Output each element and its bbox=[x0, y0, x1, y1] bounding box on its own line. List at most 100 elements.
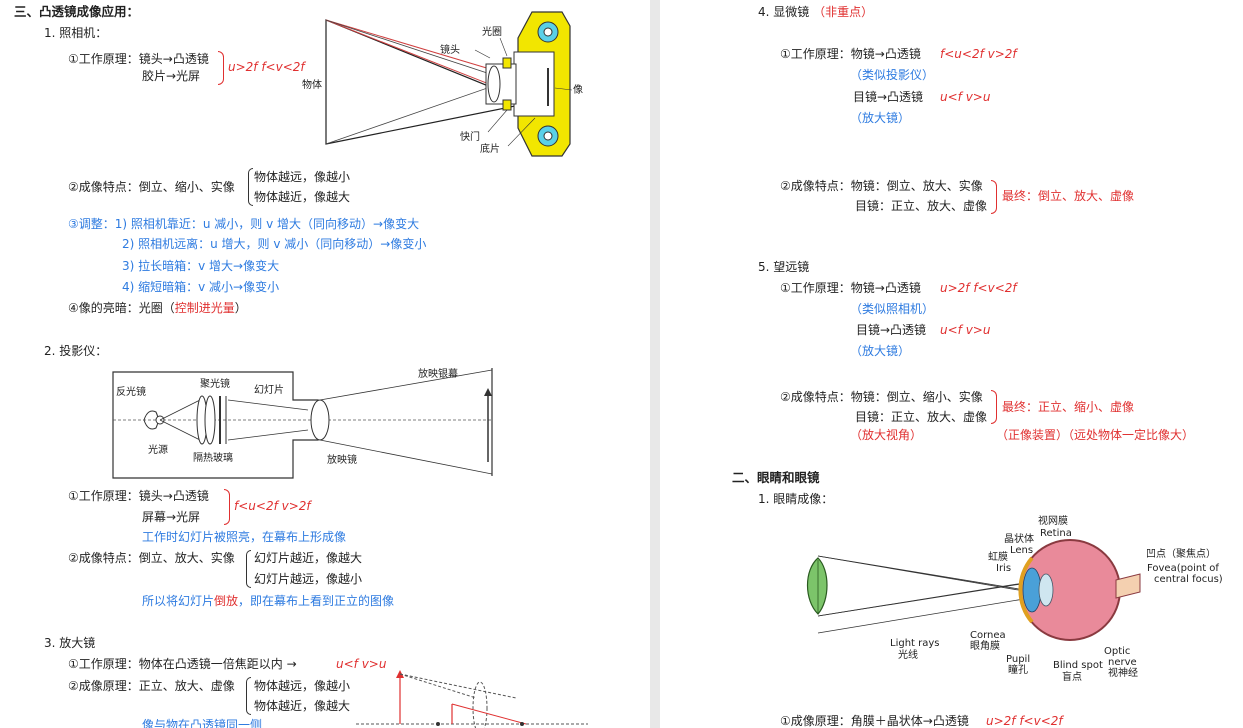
microscope-principle-a: ①工作原理：物镜→凸透镜 bbox=[780, 47, 921, 61]
projector-label-lens: 放映镜 bbox=[327, 455, 357, 466]
telescope-condition-a: u>2f f<v<2f bbox=[940, 281, 1017, 295]
eye-label-retina: 视网膜 bbox=[1038, 516, 1068, 527]
telescope-final: 最终：正立、缩小、虚像 bbox=[1002, 400, 1135, 414]
microscope-heading: 4. 显微镜 （非重点） bbox=[758, 5, 873, 19]
microscope-title-note: （非重点） bbox=[813, 5, 874, 19]
brace bbox=[248, 168, 253, 206]
telescope-condition-b: u<f v>u bbox=[940, 323, 991, 337]
magnifier-note: 像与物在凸透镜同一侧 bbox=[142, 718, 263, 728]
microscope-title: 4. 显微镜 bbox=[758, 5, 810, 19]
telescope-principle-a: ①工作原理：物镜→凸透镜 bbox=[780, 281, 921, 295]
microscope-note-b: （放大镜） bbox=[850, 111, 911, 125]
eye-label-iris: 虹膜 bbox=[988, 552, 1008, 563]
camera-label-object: 物体 bbox=[302, 80, 322, 91]
telescope-principle-b: 目镜→凸透镜 bbox=[856, 323, 927, 337]
microscope-note-a: （类似投影仪） bbox=[850, 68, 935, 82]
camera-principle-b: 胶片→光屏 bbox=[142, 69, 201, 83]
telescope-note-b: （放大镜） bbox=[850, 344, 911, 358]
projector-features: ②成像特点：倒立、放大、实像 bbox=[68, 551, 235, 565]
eye-label-cornea: 眼角膜 bbox=[970, 641, 1000, 652]
telescope-note-d: （正像装置）（远处物体一定比像大） bbox=[996, 428, 1195, 442]
projector-label-slide: 幻灯片 bbox=[254, 385, 284, 396]
telescope-feature-b: 目镜：正立、放大、虚像 bbox=[855, 410, 988, 424]
projector-invert-note: 所以将幻灯片倒放，即在幕布上看到正立的图像 bbox=[142, 594, 394, 608]
camera-label-film: 底片 bbox=[480, 144, 500, 155]
eye-label-fovea-en-b: central focus) bbox=[1154, 574, 1223, 585]
magnifier-feature-b: 物体越近，像越大 bbox=[254, 699, 351, 713]
camera-brightness: ④像的亮暗：光圈（控制进光量） bbox=[68, 301, 247, 315]
eye-label-fovea-en-a: Fovea(point of bbox=[1147, 563, 1219, 574]
projector-diagram bbox=[112, 368, 493, 479]
microscope-condition-b: u<f v>u bbox=[940, 90, 991, 104]
eye-label-pupil-en: Pupil bbox=[1006, 654, 1031, 665]
eye-label-lens: 晶状体 bbox=[1004, 534, 1034, 545]
camera-adjust-4: 4) 缩短暗箱：v 减小→像变小 bbox=[122, 280, 280, 294]
brace bbox=[218, 51, 224, 85]
projector-label-light: 光源 bbox=[148, 445, 168, 456]
projector-condition: f<u<2f v>2f bbox=[234, 499, 311, 513]
eye-label-blind-en: Blind spot bbox=[1053, 660, 1103, 671]
camera-diagram bbox=[325, 11, 573, 157]
telescope-note-a: （类似照相机） bbox=[850, 302, 935, 316]
eye-label-cornea-en: Cornea bbox=[970, 630, 1006, 641]
microscope-final: 最终：倒立、放大、虚像 bbox=[1002, 189, 1135, 203]
telescope-feature-a: ②成像特点：物镜：倒立、缩小、实像 bbox=[780, 390, 983, 404]
projector-invert-b: ，即在幕布上看到正立的图像 bbox=[238, 594, 395, 608]
camera-principle-a: ①工作原理：镜头→凸透镜 bbox=[68, 52, 209, 66]
brace bbox=[991, 390, 997, 424]
right-page: 4. 显微镜 （非重点） ①工作原理：物镜→凸透镜 f<u<2f v>2f （类… bbox=[660, 0, 1243, 728]
microscope-feature-b: 目镜：正立、放大、虚像 bbox=[855, 199, 988, 213]
camera-label-aperture: 光圈 bbox=[482, 27, 502, 38]
projector-label-condenser: 聚光镜 bbox=[200, 379, 230, 390]
microscope-condition-a: f<u<2f v>2f bbox=[940, 47, 1017, 61]
brace bbox=[246, 550, 251, 588]
projector-label-glass: 隔热玻璃 bbox=[193, 453, 233, 464]
camera-adjust-1-text: ③调整：1) 照相机靠近：u 减小，则 v 增大（同向移动）→像变大 bbox=[68, 217, 420, 231]
eye-principle: ①成像原理：角膜＋晶状体→凸透镜 bbox=[780, 714, 969, 728]
camera-brightness-red: 控制进光量 bbox=[174, 301, 235, 315]
left-page: 三、凸透镜成像应用： 1. 照相机： ①工作原理：镜头→凸透镜 胶片→光屏 u>… bbox=[0, 0, 650, 728]
projector-principle-a: ①工作原理：镜头→凸透镜 bbox=[68, 489, 209, 503]
eye-diagram bbox=[807, 539, 1141, 641]
eye-label-optic: 视神经 bbox=[1108, 668, 1138, 679]
brace bbox=[991, 180, 997, 214]
projector-feature-a: 幻灯片越近，像越大 bbox=[254, 551, 363, 565]
magnifier-condition: u<f v>u bbox=[336, 657, 387, 671]
eye-label-light-en: Light rays bbox=[890, 638, 940, 649]
camera-label-shutter: 快门 bbox=[460, 132, 480, 143]
eye-label-retina-en: Retina bbox=[1040, 528, 1072, 539]
magnifier-feature-a: 物体越远，像越小 bbox=[254, 679, 351, 693]
eye-condition: u>2f f<v<2f bbox=[986, 714, 1063, 728]
brace bbox=[224, 489, 230, 525]
camera-adjust-2: 2) 照相机远离：u 增大，则 v 减小（同向移动）→像变小 bbox=[122, 237, 427, 251]
magnifier-features: ②成像原理：正立、放大、虚像 bbox=[68, 679, 235, 693]
camera-label-image: 像 bbox=[573, 85, 583, 96]
eye-label-light: 光线 bbox=[898, 650, 918, 661]
eye-label-fovea: 凹点（聚焦点） bbox=[1146, 549, 1216, 560]
projector-label-screen: 放映银幕 bbox=[418, 369, 458, 380]
projector-principle-b: 屏幕→光屏 bbox=[142, 510, 201, 524]
telescope-note-c: （放大视角） bbox=[850, 428, 923, 442]
section-title: 三、凸透镜成像应用： bbox=[14, 4, 140, 19]
microscope-principle-b: 目镜→凸透镜 bbox=[853, 90, 924, 104]
camera-brightness-end: ） bbox=[234, 301, 247, 315]
eye-heading: 1. 眼睛成像： bbox=[758, 492, 834, 506]
projector-invert-red: 倒放 bbox=[214, 594, 239, 608]
projector-invert-a: 所以将幻灯片 bbox=[142, 594, 215, 608]
camera-adjust-3: 3) 拉长暗箱：v 增大→像变大 bbox=[122, 259, 280, 273]
magnifier-heading: 3. 放大镜 bbox=[44, 636, 96, 650]
projector-note: 工作时幻灯片被照亮，在幕布上形成像 bbox=[142, 530, 347, 544]
microscope-feature-a: ②成像特点：物镜：倒立、放大、实像 bbox=[780, 179, 983, 193]
eye-label-optic-b: nerve bbox=[1108, 657, 1137, 668]
camera-heading: 1. 照相机： bbox=[44, 26, 108, 40]
camera-label-lens: 镜头 bbox=[440, 45, 460, 56]
eye-label-optic-a: Optic bbox=[1104, 646, 1131, 657]
eye-label-pupil: 瞳孔 bbox=[1008, 665, 1028, 676]
eye-section-title: 二、眼睛和眼镜 bbox=[732, 470, 820, 485]
camera-feature-b: 物体越近，像越大 bbox=[254, 190, 351, 204]
telescope-heading: 5. 望远镜 bbox=[758, 260, 810, 274]
eye-label-blind: 盲点 bbox=[1062, 672, 1082, 683]
eye-label-iris-en: Iris bbox=[996, 563, 1012, 574]
magnifier-diagram bbox=[356, 670, 588, 728]
camera-feature-a: 物体越远，像越小 bbox=[254, 170, 351, 184]
